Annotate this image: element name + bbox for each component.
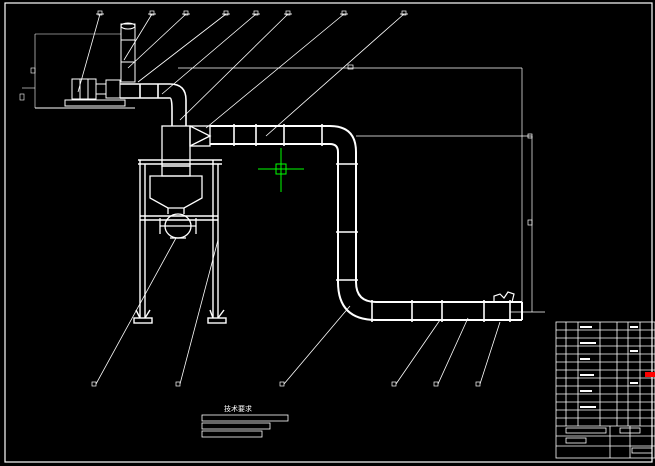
title-block-highlight bbox=[645, 372, 655, 377]
motor-body bbox=[71, 78, 97, 100]
title-block bbox=[555, 321, 655, 459]
cyclone-separator bbox=[149, 125, 212, 239]
cyclone-outlet-stub bbox=[189, 125, 211, 147]
fan-housing bbox=[105, 79, 121, 99]
callout-13 bbox=[433, 381, 439, 387]
motor-fan-assembly bbox=[19, 22, 136, 109]
cyclone-cone bbox=[149, 175, 203, 209]
leader-lines bbox=[77, 13, 501, 385]
tech-requirements-title: 技术要求 bbox=[224, 404, 252, 413]
tech-requirements-note: 技术要求 bbox=[201, 404, 289, 438]
motor-base-plate bbox=[64, 99, 126, 107]
support-frame bbox=[133, 159, 227, 324]
upper-elbow-duct bbox=[120, 83, 187, 126]
callout-9 bbox=[91, 381, 97, 387]
exhaust-pipe-top bbox=[120, 22, 136, 30]
callout-4 bbox=[223, 10, 229, 16]
callout-10 bbox=[175, 381, 181, 387]
duct-flanges bbox=[233, 124, 511, 322]
dimension-lines bbox=[178, 64, 545, 313]
callout-6 bbox=[285, 10, 291, 16]
exhaust-pipe bbox=[120, 23, 136, 83]
title-block-fill-marks bbox=[580, 326, 638, 408]
drawing-frame bbox=[4, 2, 653, 463]
callout-5 bbox=[253, 10, 259, 16]
callout-3 bbox=[183, 10, 189, 16]
callout-11 bbox=[279, 381, 285, 387]
callout-12 bbox=[391, 381, 397, 387]
crosshair-cursor bbox=[258, 148, 304, 192]
callout-1 bbox=[97, 10, 103, 16]
callout-2 bbox=[149, 10, 155, 16]
callout-8 bbox=[401, 10, 407, 16]
main-duct bbox=[210, 125, 523, 321]
coupling bbox=[95, 83, 107, 95]
callout-markers bbox=[91, 10, 481, 387]
callout-7 bbox=[341, 10, 347, 16]
feed-inlet bbox=[493, 291, 515, 303]
